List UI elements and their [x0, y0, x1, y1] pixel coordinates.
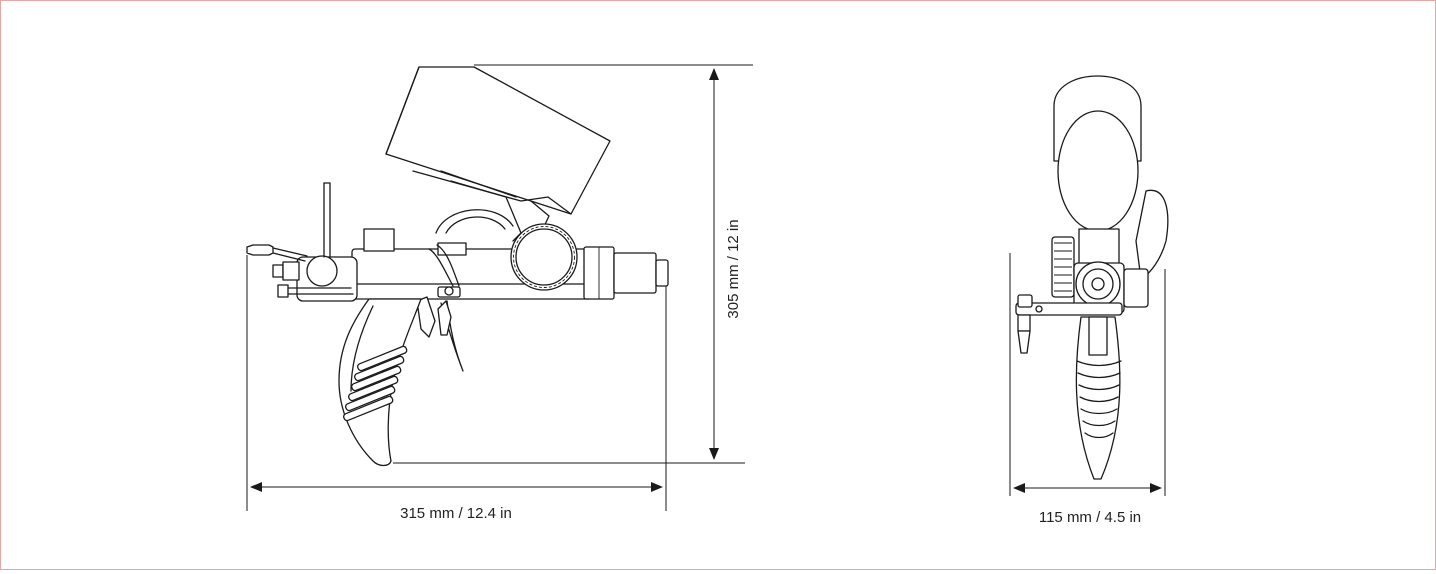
side-trigger	[416, 244, 464, 372]
front-grip	[1075, 316, 1122, 480]
side-guard	[435, 209, 514, 234]
side-height-label: 305 mm / 12 in	[725, 219, 742, 318]
side-rear-fittings	[246, 182, 358, 302]
front-hopper	[1053, 75, 1142, 232]
front-width-dimension: 115 mm / 4.5 in	[1009, 253, 1166, 526]
grip-ribs	[343, 345, 408, 422]
front-width-label: 115 mm / 4.5 in	[1039, 509, 1141, 526]
front-side-handle	[1135, 189, 1169, 280]
side-length-dimension: 315 mm / 12.4 in	[246, 255, 667, 522]
front-body	[1051, 228, 1149, 314]
front-bracket	[1015, 294, 1123, 354]
side-height-dimension: 305 mm / 12 in	[393, 64, 753, 464]
side-body	[351, 228, 669, 300]
side-knob	[510, 223, 578, 291]
front-view-spray-gun: 115 mm / 4.5 in	[1009, 75, 1169, 526]
side-grip	[338, 298, 422, 467]
side-view-spray-gun: 315 mm / 12.4 in 305 mm / 12 in	[246, 64, 753, 522]
side-hopper	[385, 66, 611, 242]
side-length-label: 315 mm / 12.4 in	[400, 505, 512, 522]
